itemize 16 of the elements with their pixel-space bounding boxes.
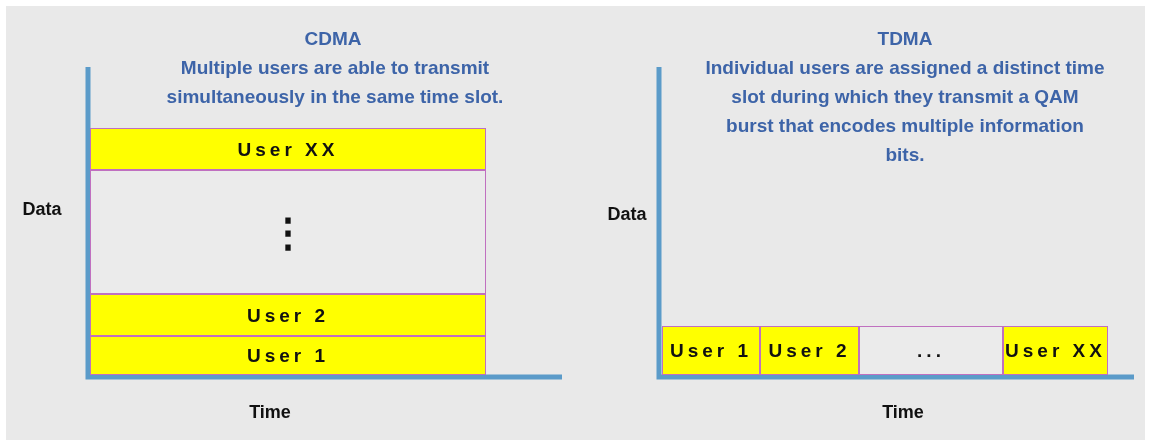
user-slot: User 2 [760,326,859,375]
panel-title: CDMA [303,27,363,51]
user-slot: User 2 [90,294,486,336]
panel-description: Individual users are assigned a distinct time slot during which they transmit a QAM burst that encodes multiple information bits. [705,56,1105,167]
user-slot: User XX [90,128,486,170]
axis-label: Time [248,401,292,423]
user-slot: User 1 [90,336,486,375]
axis-label: Time [881,401,925,423]
axis-label: Data [21,198,63,220]
ellipsis-slot: ⋮ [90,170,486,294]
panel-description: Multiple users are able to transmit simultaneously in the same time slot. [165,56,505,109]
user-slot: User 1 [662,326,760,375]
axis-label: Data [606,203,648,225]
user-slot: User XX [1003,326,1108,375]
ellipsis-slot: ... [859,326,1003,375]
panel-title: TDMA [876,27,934,51]
